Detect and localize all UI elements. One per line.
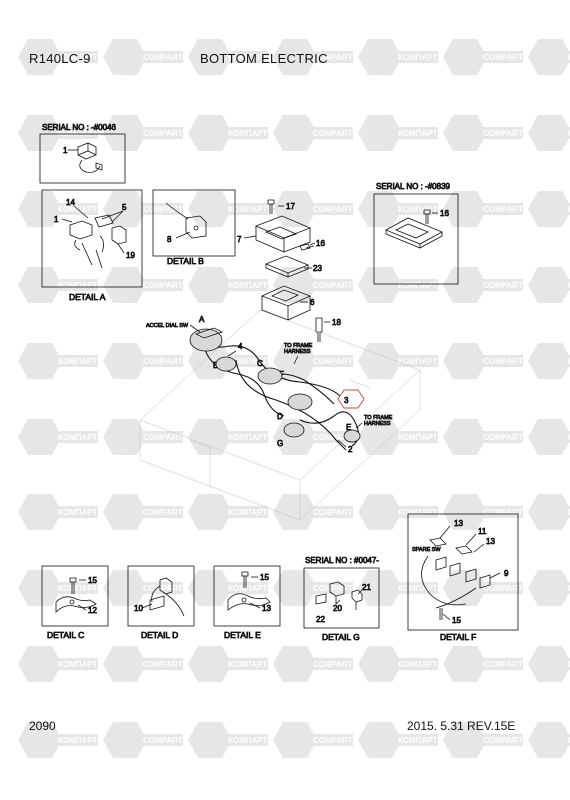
part-number: 22	[316, 615, 325, 624]
switch-assembly-icon	[69, 214, 127, 269]
detail-e-marker	[343, 429, 361, 443]
part-number: 15	[452, 616, 461, 625]
clip-icon	[149, 577, 185, 617]
part-number: 16	[440, 209, 449, 218]
part-number: 16	[316, 239, 325, 248]
part-number: 7	[237, 235, 242, 244]
dial-switch-icon	[77, 142, 103, 173]
detail-g-box	[303, 567, 380, 629]
model-label: R140LC-9	[29, 51, 91, 66]
boot-cover-icon	[260, 285, 312, 321]
serial-note-top-left: SERIAL NO : -#0046	[42, 123, 117, 132]
part-number: 13	[454, 519, 463, 528]
part-number: 15	[260, 573, 269, 582]
serial-box-top-right	[373, 193, 459, 285]
part-number: 1	[63, 146, 68, 155]
part-number: 21	[362, 583, 371, 592]
part-number: 2	[348, 445, 353, 454]
page-number: 2090	[29, 719, 56, 733]
part-number: 8	[167, 235, 172, 244]
part-3-highlight	[337, 389, 365, 409]
to-frame-callout: TO FRAME	[364, 415, 393, 421]
part-number: 13	[486, 537, 495, 546]
part-number: 1	[54, 215, 59, 224]
detail-g-caption: DETAIL G	[322, 632, 360, 642]
detail-letter: D	[277, 412, 283, 421]
detail-c-box	[41, 565, 109, 627]
spare-sw-callout: SPARE SW	[412, 547, 441, 553]
detail-a-caption: DETAIL A	[69, 292, 106, 302]
serial-note-detail-g: SERIAL NO : #0047-	[305, 556, 379, 565]
accel-dial-callout: ACCEL DIAL SW	[146, 323, 189, 329]
detail-letter: A	[199, 315, 205, 324]
switch-cluster-icon	[421, 537, 491, 620]
serial-box-top-left	[39, 133, 126, 184]
part-number: 14	[66, 198, 75, 207]
harness-callout: HARNESS	[284, 349, 311, 355]
part-number: 6	[310, 298, 315, 307]
relay-icon	[315, 581, 363, 610]
detail-b-caption: DETAIL B	[167, 256, 204, 266]
part-number: 15	[88, 576, 97, 585]
detail-e-caption: DETAIL E	[224, 630, 261, 640]
cover-plate-icon	[385, 217, 443, 249]
detail-a-box	[41, 189, 143, 288]
to-frame-callout: TO FRAME	[284, 343, 313, 349]
detail-f-marker	[287, 393, 313, 411]
bracket-icon	[254, 215, 312, 253]
detail-b-box	[152, 189, 236, 257]
detail-f-box	[407, 513, 519, 631]
part-number: 20	[333, 604, 342, 613]
part-number: 10	[134, 604, 143, 613]
page-title: BOTTOM ELECTRIC	[200, 51, 328, 66]
rod-switch-icon	[315, 317, 323, 342]
detail-letter: G	[277, 439, 283, 448]
detail-d-box	[127, 565, 195, 627]
bolt-icon	[423, 209, 431, 224]
bracket-clamp-icon	[165, 202, 207, 239]
part-number: 13	[262, 604, 271, 613]
detail-letter: C	[257, 359, 263, 368]
detail-g-marker	[283, 422, 305, 438]
part-number: 11	[478, 527, 487, 536]
part-number: 9	[504, 569, 509, 578]
clamp-bolt-icon	[227, 571, 271, 611]
detail-b-marker	[215, 356, 237, 372]
detail-letter: B	[213, 361, 218, 370]
part-number: 17	[286, 202, 295, 211]
detail-e-box	[213, 565, 281, 627]
serial-note-top-right: SERIAL NO : -#0839	[376, 182, 451, 191]
detail-c-marker	[257, 367, 283, 385]
detail-letter: E	[346, 423, 351, 432]
screw-icon	[267, 199, 275, 214]
wire-harness	[189, 331, 360, 451]
gasket-icon	[264, 255, 310, 278]
part-number: 19	[126, 251, 135, 260]
revision-date: 2015. 5.31 REV.15E	[407, 719, 516, 733]
part-number: 18	[332, 318, 341, 327]
part-number: 23	[313, 264, 322, 273]
detail-c-caption: DETAIL C	[47, 630, 84, 640]
accel-dial-switch-icon	[189, 327, 224, 352]
part-number: 12	[88, 606, 97, 615]
detail-f-caption: DETAIL F	[440, 632, 476, 642]
part-number: 3	[344, 396, 349, 405]
detail-d-caption: DETAIL D	[141, 630, 178, 640]
clamp-bolt-icon	[55, 577, 97, 613]
part-number: 4	[238, 342, 243, 351]
bolt-icon	[299, 243, 315, 251]
part-number: 5	[122, 203, 127, 212]
harness-callout: HARNESS	[364, 421, 391, 427]
